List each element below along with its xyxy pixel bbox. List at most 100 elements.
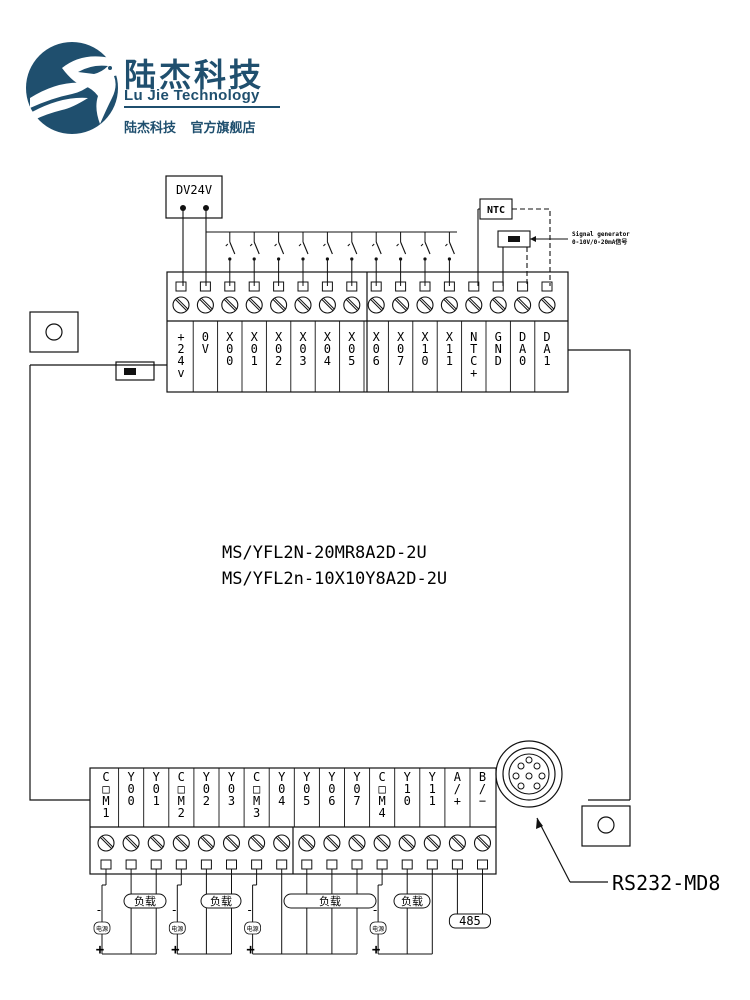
switch-blade — [253, 241, 260, 255]
top-terminal-pin — [517, 281, 529, 292]
switch-blade — [375, 241, 382, 255]
bottom-terminal-label: 0 — [404, 794, 411, 808]
top-terminal-label: X — [373, 330, 381, 344]
switch-mark — [420, 243, 424, 247]
bottom-screw-terminal-slot — [377, 835, 390, 848]
top-terminal-label: 6 — [373, 354, 380, 368]
switch-blade — [424, 241, 431, 255]
bottom-screw-terminal-slot — [250, 837, 263, 849]
bottom-terminal-pin — [226, 859, 237, 870]
bottom-screw-terminal-slot — [376, 837, 389, 849]
top-screw-terminal-slot — [347, 297, 359, 310]
brand-name-cn: 陆杰科技 — [124, 56, 265, 94]
top-screw-terminal-slot — [541, 299, 553, 311]
top-screw-terminal-slot — [323, 297, 335, 310]
top-screw-terminal-slot — [225, 297, 237, 310]
power-source-label: 电源 — [247, 925, 259, 933]
mount-ear-bottom-right — [581, 805, 631, 847]
load-box — [283, 893, 377, 909]
top-screw-terminal-slot — [199, 299, 212, 311]
bottom-terminal-pin — [200, 859, 212, 870]
bottom-terminal-label: 0 — [127, 794, 134, 808]
bottom-terminal-label: 0 — [303, 782, 310, 796]
switch-mark — [298, 243, 302, 247]
run-switch — [115, 361, 155, 381]
bottom-terminal-label: Y — [203, 770, 211, 784]
bottom-screw-terminal-slot — [352, 835, 365, 848]
load-label: 负载 — [401, 894, 423, 908]
top-terminal-label: X — [446, 330, 454, 344]
top-terminal-label: 0 — [251, 342, 258, 356]
bottom-terminal-label: 0 — [328, 782, 335, 796]
top-terminal-label: 1 — [446, 354, 453, 368]
top-terminal-pin — [175, 281, 187, 292]
bottom-screw-terminal-slot — [302, 835, 314, 848]
bottom-terminal-pin — [326, 859, 338, 870]
bottom-terminal-pin — [426, 859, 438, 870]
top-terminal-label: X — [421, 330, 429, 344]
model-number-line-2: MS/YFL2n-10X10Y8A2D-2U — [222, 569, 447, 589]
brand-divider — [124, 106, 280, 108]
top-terminal-label: X — [251, 330, 259, 344]
brand-header: 陆杰科技 Lu Jie Technology 陆杰科技 官方旗舰店 — [0, 0, 750, 150]
bottom-screw-terminal-slot — [252, 835, 264, 848]
signal-generator: Signal generator 0-10V/0-20mA信号 — [497, 230, 630, 286]
bottom-terminal-label: 0 — [353, 782, 360, 796]
switch-mark — [225, 243, 229, 247]
bottom-terminal-label: □ — [378, 782, 385, 796]
bottom-terminal-label: C — [378, 770, 385, 784]
bottom-screw-terminal-slot — [426, 837, 439, 849]
horse-logo-icon — [26, 42, 130, 134]
mount-ear-top-left — [29, 311, 79, 353]
top-terminal-label: 0 — [226, 342, 233, 356]
bottom-terminal-pin — [376, 859, 388, 870]
top-terminal-label: D — [519, 330, 526, 344]
dv24v-power-supply: DV24V — [165, 175, 457, 286]
bottom-terminal-label: M — [378, 794, 385, 808]
switch-blade — [351, 241, 358, 255]
top-terminal-pin — [468, 281, 480, 292]
top-screw-terminal-slot — [223, 299, 236, 311]
top-terminal-label: D — [495, 354, 502, 368]
supply-plus-sign: + — [372, 942, 380, 958]
bottom-screw-terminal-slot — [175, 837, 188, 849]
bottom-terminal-pin — [150, 859, 162, 870]
bottom-terminal-label: − — [479, 794, 486, 808]
top-screw-terminal-slot — [420, 297, 433, 310]
bottom-terminal-pin — [276, 859, 288, 870]
bottom-terminal-label: 0 — [228, 782, 235, 796]
top-terminal-label: N — [470, 330, 477, 344]
top-terminal-label: 1 — [251, 354, 258, 368]
top-terminal-label: X — [397, 330, 405, 344]
bottom-terminal-label: + — [454, 794, 461, 808]
bottom-screw-terminal-slot — [351, 837, 363, 849]
top-screw-terminal-slot — [249, 297, 262, 310]
bottom-terminal-label: M — [102, 794, 109, 808]
top-screw-terminal-slot — [274, 297, 286, 310]
rs485-box — [448, 913, 491, 929]
top-terminal-label: + — [177, 330, 184, 344]
top-screw-terminal-slot — [176, 297, 189, 310]
top-terminal-label: 2 — [177, 342, 184, 356]
power-source-label: 电源 — [372, 925, 384, 933]
bottom-screw-terminal-slot — [225, 837, 238, 849]
bottom-terminal-label: A — [454, 770, 462, 784]
bottom-terminal-label: / — [454, 782, 461, 796]
bottom-terminal-label: 6 — [328, 794, 335, 808]
load-box — [393, 893, 431, 909]
bottom-screw-terminal-slot — [176, 835, 189, 848]
top-terminal-label: A — [519, 342, 527, 356]
bottom-terminal-label: Y — [353, 770, 361, 784]
top-terminal-label: N — [495, 342, 502, 356]
top-terminal-label: G — [495, 330, 502, 344]
bottom-screw-terminal-slot — [401, 837, 414, 849]
bottom-terminal-label: 3 — [228, 794, 235, 808]
rs485-label: 485 — [459, 914, 481, 928]
switch-mark — [274, 243, 277, 247]
bottom-screw-terminal-slot — [327, 835, 340, 848]
bottom-terminal-label: 4 — [378, 806, 385, 820]
signal-generator-title: Signal generator — [572, 231, 630, 238]
mount-hole-icon — [597, 816, 615, 834]
bottom-terminal-label: C — [102, 770, 109, 784]
ntc-sensor: NTC — [477, 198, 551, 286]
